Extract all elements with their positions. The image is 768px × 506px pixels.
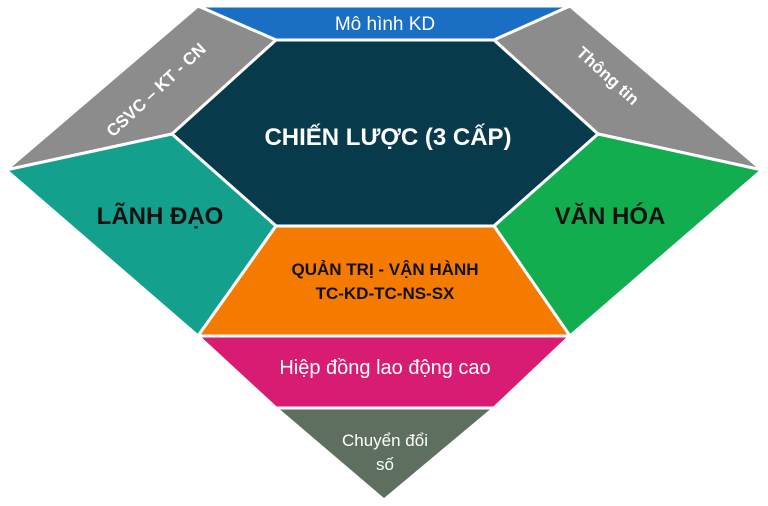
label-business-model: Mô hình KD bbox=[335, 14, 435, 35]
label-digital-line1: Chuyển đổi bbox=[342, 431, 428, 450]
label-leadership: LÃNH ĐẠO bbox=[97, 202, 224, 230]
label-digital-line2: số bbox=[376, 455, 395, 474]
label-culture: VĂN HÓA bbox=[555, 202, 666, 230]
label-labor-cooperation: Hiệp đồng lao động cao bbox=[279, 357, 490, 379]
label-strategy: CHIẾN LƯỢC (3 CẤP) bbox=[264, 123, 511, 151]
label-management-line2: TC-KD-TC-NS-SX bbox=[316, 284, 455, 303]
segment-digital-transformation bbox=[274, 406, 496, 502]
label-management-line1: QUẢN TRỊ - VẬN HÀNH bbox=[292, 260, 479, 279]
